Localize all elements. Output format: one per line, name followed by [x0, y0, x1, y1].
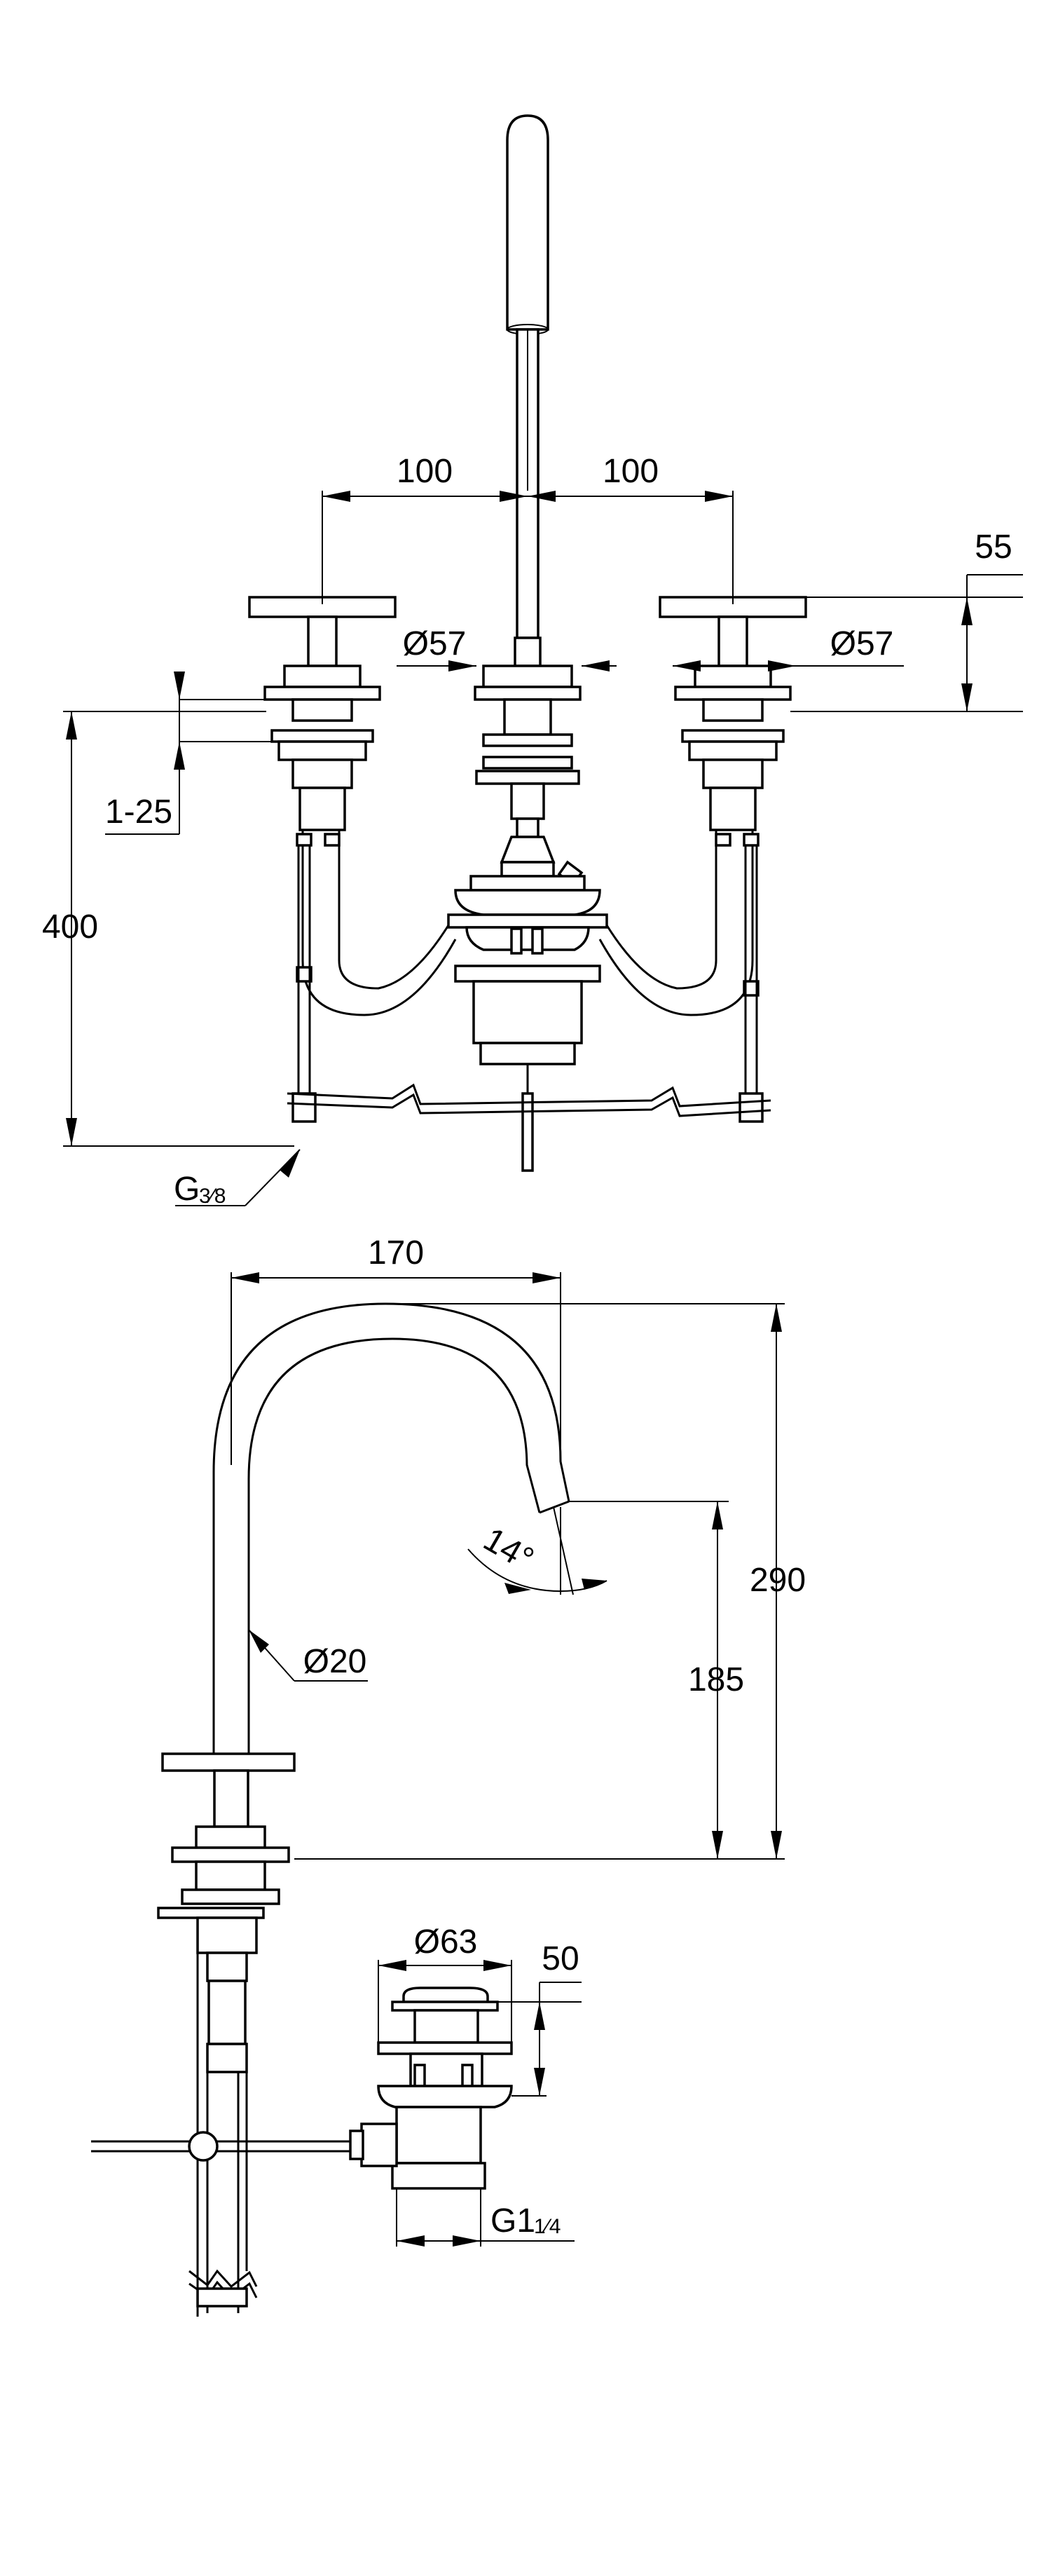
dim-total-height-side-label: 290: [750, 1562, 806, 1599]
dim-waste-thread-label: G1: [490, 2202, 535, 2240]
side-valve-body: [157, 1752, 296, 2317]
dim-handle-height-label: 55: [975, 529, 1012, 566]
dim-projection-label: 170: [368, 1234, 424, 1272]
dim-deck-thickness: 1-25: [105, 672, 272, 835]
dim-rosette-left-label: Ø57: [403, 625, 467, 662]
break-line-front: [287, 1083, 771, 1117]
dim-waste-diameter: Ø63: [378, 1923, 512, 2043]
side-view: 170 290 185 14°: [91, 1234, 806, 2317]
dim-deck-thickness-label: 1-25: [105, 793, 172, 831]
dim-left-spacing-label: 100: [397, 453, 453, 490]
center-valve-body: [447, 665, 608, 1172]
dim-outlet-height: 185: [569, 1501, 744, 1859]
dim-spout-diameter-label: Ø20: [303, 1643, 367, 1680]
dim-connection-fraction: 3⁄8: [199, 1185, 226, 1208]
dim-handle-height: 55: [790, 529, 1023, 712]
dim-spout-diameter: Ø20: [248, 1629, 368, 1682]
dim-total-height-side: 290: [294, 1303, 806, 1860]
popup-rod-side: [91, 2131, 352, 2162]
dim-connection-label: G: [174, 1171, 200, 1208]
dim-angle: 14°: [467, 1506, 607, 1595]
dim-rosette-left: Ø57: [397, 625, 617, 672]
dim-waste-thread-fraction: 1⁄4: [534, 2215, 561, 2238]
dim-right-spacing-label: 100: [603, 453, 659, 490]
dim-waste-thread: G1 1⁄4: [396, 2188, 575, 2247]
left-valve-front: [248, 596, 457, 1123]
dim-outlet-height-label: 185: [688, 1661, 744, 1698]
waste-valve-side: [349, 1986, 513, 2190]
front-view: 100 100 55 Ø57 Ø57: [42, 114, 1023, 1208]
dim-waste-height-label: 50: [542, 1940, 579, 1977]
dim-angle-label: 14°: [477, 1520, 540, 1578]
dim-rosette-right-label: Ø57: [830, 625, 894, 662]
dim-total-height-front-label: 400: [42, 908, 98, 946]
right-valve-front: [598, 596, 807, 1123]
dim-projection: 170: [231, 1234, 561, 1465]
dim-total-height-front: 400: [42, 711, 294, 1147]
dim-spacing: 100 100: [322, 329, 734, 604]
dim-waste-diameter-label: Ø63: [414, 1923, 478, 1961]
dim-waste-height: 50: [497, 1940, 582, 2097]
dim-connection: G 3⁄8: [174, 1149, 301, 1208]
dim-rosette-right: Ø57: [673, 625, 904, 672]
